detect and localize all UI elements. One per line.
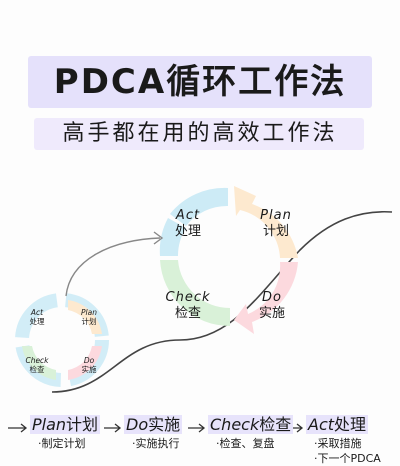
small-plan-en: Plan xyxy=(81,308,97,317)
big-plan-en: Plan xyxy=(260,208,292,223)
step-arrows xyxy=(8,423,304,433)
page-subtitle: 高手都在用的高效工作法 xyxy=(62,121,338,146)
page-title: PDCA循环工作法 xyxy=(53,62,347,102)
big-act-tail xyxy=(159,218,186,256)
big-check-zh: 检查 xyxy=(174,306,201,321)
step-do-en: Do xyxy=(126,415,149,434)
rising-curve xyxy=(51,210,393,393)
step-plan-head: Plan计划 xyxy=(30,414,101,436)
step-act-zh: 处理 xyxy=(334,415,367,434)
big-act-en: Act xyxy=(175,208,201,223)
small-check-label: Check 检查 xyxy=(22,356,52,374)
big-act-segment xyxy=(170,187,228,226)
small-do-en: Do xyxy=(83,356,95,365)
step-check: Check检查 ·检查、复盘 xyxy=(208,414,294,451)
step-plan: Plan计划 ·制定计划 xyxy=(30,414,101,451)
step-do-zh: 实施 xyxy=(148,415,181,434)
step-check-en: Check xyxy=(210,415,260,434)
connector-arrowhead xyxy=(153,231,164,245)
small-do-segment xyxy=(68,346,102,380)
step-do-head: Do实施 xyxy=(124,414,183,436)
step-act-item-1: ·采取措施 xyxy=(314,437,362,450)
step-act-head: Act处理 xyxy=(306,414,381,436)
big-act-label: Act 处理 xyxy=(168,208,208,240)
step-check-item: ·检查、复盘 xyxy=(216,437,275,450)
big-do-label: Do 实施 xyxy=(252,290,292,322)
big-do-zh: 实施 xyxy=(258,306,285,321)
big-plan-label: Plan 计划 xyxy=(254,208,298,240)
big-check-label: Check 检查 xyxy=(160,290,216,322)
big-check-en: Check xyxy=(165,290,211,305)
step-plan-en: Plan xyxy=(32,415,67,434)
step-act: Act处理 ·采取措施 ·下一个PDCA xyxy=(306,414,381,466)
step-check-head: Check检查 xyxy=(208,414,294,436)
big-plan-segment xyxy=(234,186,298,258)
title-highlight xyxy=(28,56,372,108)
step-act-en: Act xyxy=(308,415,335,434)
big-do-segment xyxy=(234,262,298,334)
step-do-item: ·实施执行 xyxy=(132,437,180,450)
small-plan-label: Plan 计划 xyxy=(76,308,102,326)
small-check-zh: 检查 xyxy=(29,365,45,374)
step-do: Do实施 ·实施执行 xyxy=(124,414,183,451)
step-check-zh: 检查 xyxy=(259,415,292,434)
big-act-zh: 处理 xyxy=(174,224,201,239)
small-plan-segment xyxy=(68,300,102,334)
big-do-en: Do xyxy=(262,290,282,305)
step-act-item-2: ·下一个PDCA xyxy=(314,452,381,465)
connector-arrow xyxy=(65,237,161,297)
small-check-en: Check xyxy=(25,356,49,365)
big-check-segment xyxy=(160,260,230,327)
subtitle-highlight xyxy=(34,118,364,150)
small-plan-zh: 计划 xyxy=(81,317,97,326)
small-act-zh: 处理 xyxy=(29,317,45,326)
small-act-label: Act 处理 xyxy=(24,308,50,326)
small-cycle-wheel xyxy=(15,293,109,387)
small-do-label: Do 实施 xyxy=(76,356,102,374)
step-plan-item: ·制定计划 xyxy=(38,437,86,450)
step-plan-zh: 计划 xyxy=(66,415,99,434)
small-do-zh: 实施 xyxy=(81,365,97,374)
small-act-en: Act xyxy=(30,308,44,317)
big-cycle-wheel xyxy=(159,186,298,334)
big-plan-zh: 计划 xyxy=(262,224,289,239)
small-check-segment xyxy=(22,346,56,380)
